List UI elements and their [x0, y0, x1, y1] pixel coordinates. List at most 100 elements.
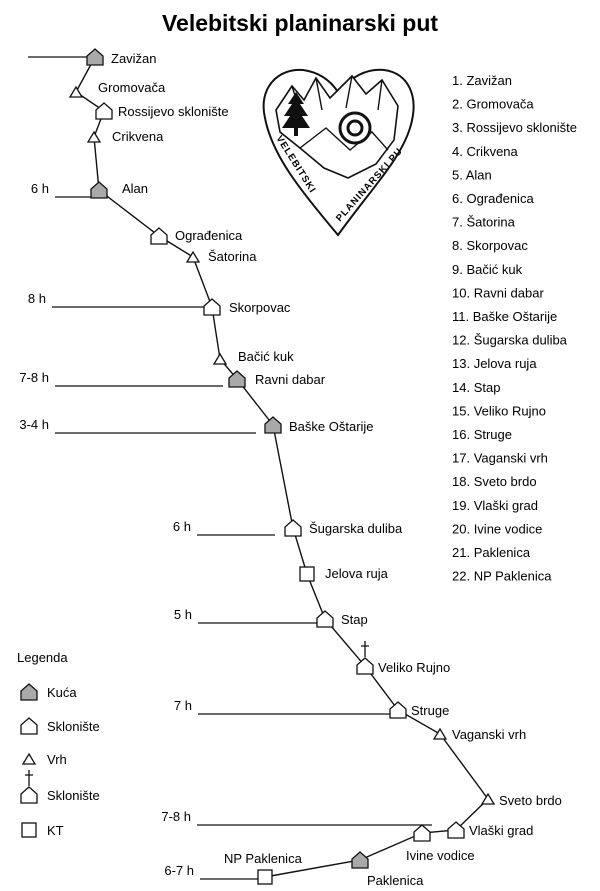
station-ivine-vodice-shelter-icon — [413, 824, 431, 842]
legend-item-5: KT — [21, 822, 64, 838]
station-skorpovac-shelter-icon — [203, 298, 221, 316]
index-item: 11. Baške Oštarije — [452, 309, 557, 324]
index-number: 21. — [452, 545, 474, 560]
index-item: 5. Alan — [452, 167, 492, 182]
station-baske-ostarije: Baške Oštarije — [264, 416, 374, 434]
station-gromovaca-peak-icon — [68, 85, 84, 98]
station-stap-shelter-icon — [316, 610, 334, 628]
index-item: 2. Gromovača — [452, 97, 534, 112]
station-rossijevo-skloniste: Rossijevo sklonište — [95, 102, 229, 120]
station-zavizan: Zavižan — [86, 48, 157, 66]
station-gromovaca: Gromovača — [68, 80, 166, 98]
station-vlaski-grad-shelter-icon — [447, 821, 465, 839]
station-veliko-rujno: Veliko Rujno — [356, 641, 450, 675]
legend-kuca-1-hut-icon — [20, 683, 38, 701]
station-baske-ostarije-hut-icon — [264, 416, 282, 434]
index-number: 9. — [452, 262, 466, 277]
index-entry: 22. NP Paklenica — [452, 569, 552, 584]
stage-marker: 5 h — [174, 607, 320, 624]
station-paklenica-hut-icon — [351, 851, 369, 869]
index-entry: 5. Alan — [452, 167, 492, 182]
stage-duration: 7-8 h — [161, 809, 191, 824]
station-veliko-rujno-label: Veliko Rujno — [378, 660, 450, 675]
stage-marker: 7-8 h — [161, 809, 432, 826]
index-label: Vlaški grad — [474, 498, 538, 513]
index-entry: 4. Crikvena — [452, 144, 519, 159]
station-crikvena-peak-icon — [86, 130, 102, 143]
index-number: 2. — [452, 97, 466, 112]
station-alan-hut-icon — [90, 181, 108, 199]
station-ravni-dabar-label: Ravni dabar — [255, 372, 326, 387]
logo-sun-core — [346, 119, 364, 137]
index-label: Šugarska duliba — [474, 333, 568, 348]
index-label: Veliko Rujno — [474, 403, 546, 418]
station-paklenica: Paklenica — [351, 851, 424, 888]
index-label: Skorpovac — [466, 238, 528, 253]
index-entry: 9. Bačić kuk — [452, 262, 523, 277]
index-number: 3. — [452, 120, 466, 135]
station-vlaski-grad-label: Vlaški grad — [469, 823, 533, 838]
station-ivine-vodice-label: Ivine vodice — [406, 848, 475, 863]
legend-skloniste-4-cross-icon — [25, 770, 33, 786]
route-line — [75, 56, 489, 878]
index-item: 20. Ivine vodice — [452, 521, 542, 536]
legend-skloniste-2-shelter-icon — [20, 717, 38, 735]
station-skorpovac-label: Skorpovac — [229, 300, 291, 315]
index-item: 6. Ograđenica — [452, 191, 534, 206]
index-entry: 7. Šatorina — [452, 215, 516, 230]
station-bacic-kuk: Bačić kuk — [212, 349, 294, 365]
station-bacic-kuk-peak-icon — [212, 352, 228, 365]
index-number: 18. — [452, 474, 474, 489]
legend-item-4: Sklonište — [20, 770, 100, 804]
index-number: 12. — [452, 333, 474, 348]
station-zavizan-hut-icon — [86, 48, 104, 66]
station-gromovaca-label: Gromovača — [98, 80, 166, 95]
index-entry: 17. Vaganski vrh — [452, 451, 548, 466]
index-number: 19. — [452, 498, 474, 513]
station-alan: Alan — [90, 181, 148, 199]
station-struge-shelter-icon — [389, 701, 407, 719]
station-satorina-label: Šatorina — [208, 249, 257, 264]
index-label: NP Paklenica — [474, 569, 553, 584]
station-stap: Stap — [316, 610, 368, 628]
index-number: 14. — [452, 380, 474, 395]
index-item: 8. Skorpovac — [452, 238, 528, 253]
index-label: Zavižan — [466, 73, 512, 88]
index-number: 17. — [452, 451, 474, 466]
index-label: Ograđenica — [466, 191, 534, 206]
index-entry: 15. Veliko Rujno — [452, 403, 546, 418]
station-zavizan-label: Zavižan — [111, 51, 157, 66]
index-number: 11. — [452, 309, 473, 324]
index-label: Paklenica — [474, 545, 531, 560]
station-sveto-brdo-peak-icon — [480, 792, 496, 805]
legend-label: Kuća — [47, 685, 77, 700]
index-item: 12. Šugarska duliba — [452, 333, 568, 348]
station-jelova-ruja-checkpoint-icon — [299, 566, 315, 582]
legend-label: Sklonište — [47, 719, 100, 734]
index-entry: 18. Sveto brdo — [452, 474, 537, 489]
station-sugarska-duliba-shelter-icon — [284, 519, 302, 537]
index-label: Alan — [466, 167, 492, 182]
index-entry: 16. Struge — [452, 427, 512, 442]
station-sugarska-duliba: Šugarska duliba — [284, 519, 403, 537]
legend-label: Sklonište — [47, 788, 100, 803]
station-stap-label: Stap — [341, 612, 368, 627]
stage-duration: 8 h — [28, 291, 46, 306]
index-item: 4. Crikvena — [452, 144, 519, 159]
station-alan-label: Alan — [122, 181, 148, 196]
index-entry: 12. Šugarska duliba — [452, 333, 568, 348]
station-rossijevo-skloniste-label: Rossijevo sklonište — [118, 104, 229, 119]
index-entry: 10. Ravni dabar — [452, 285, 544, 300]
station-vaganski-vrh-peak-icon — [432, 727, 448, 740]
station-np-paklenica: NP Paklenica — [224, 851, 303, 885]
legend-kt-5-checkpoint-icon — [21, 822, 37, 838]
station-np-paklenica-label: NP Paklenica — [224, 851, 303, 866]
index-entry: 13. Jelova ruja — [452, 356, 537, 371]
station-jelova-ruja-label: Jelova ruja — [325, 566, 389, 581]
index-item: 7. Šatorina — [452, 215, 516, 230]
index-item: 3. Rossijevo sklonište — [452, 120, 577, 135]
index-entry: 21. Paklenica — [452, 545, 531, 560]
index-number: 20. — [452, 521, 474, 536]
index-item: 21. Paklenica — [452, 545, 531, 560]
